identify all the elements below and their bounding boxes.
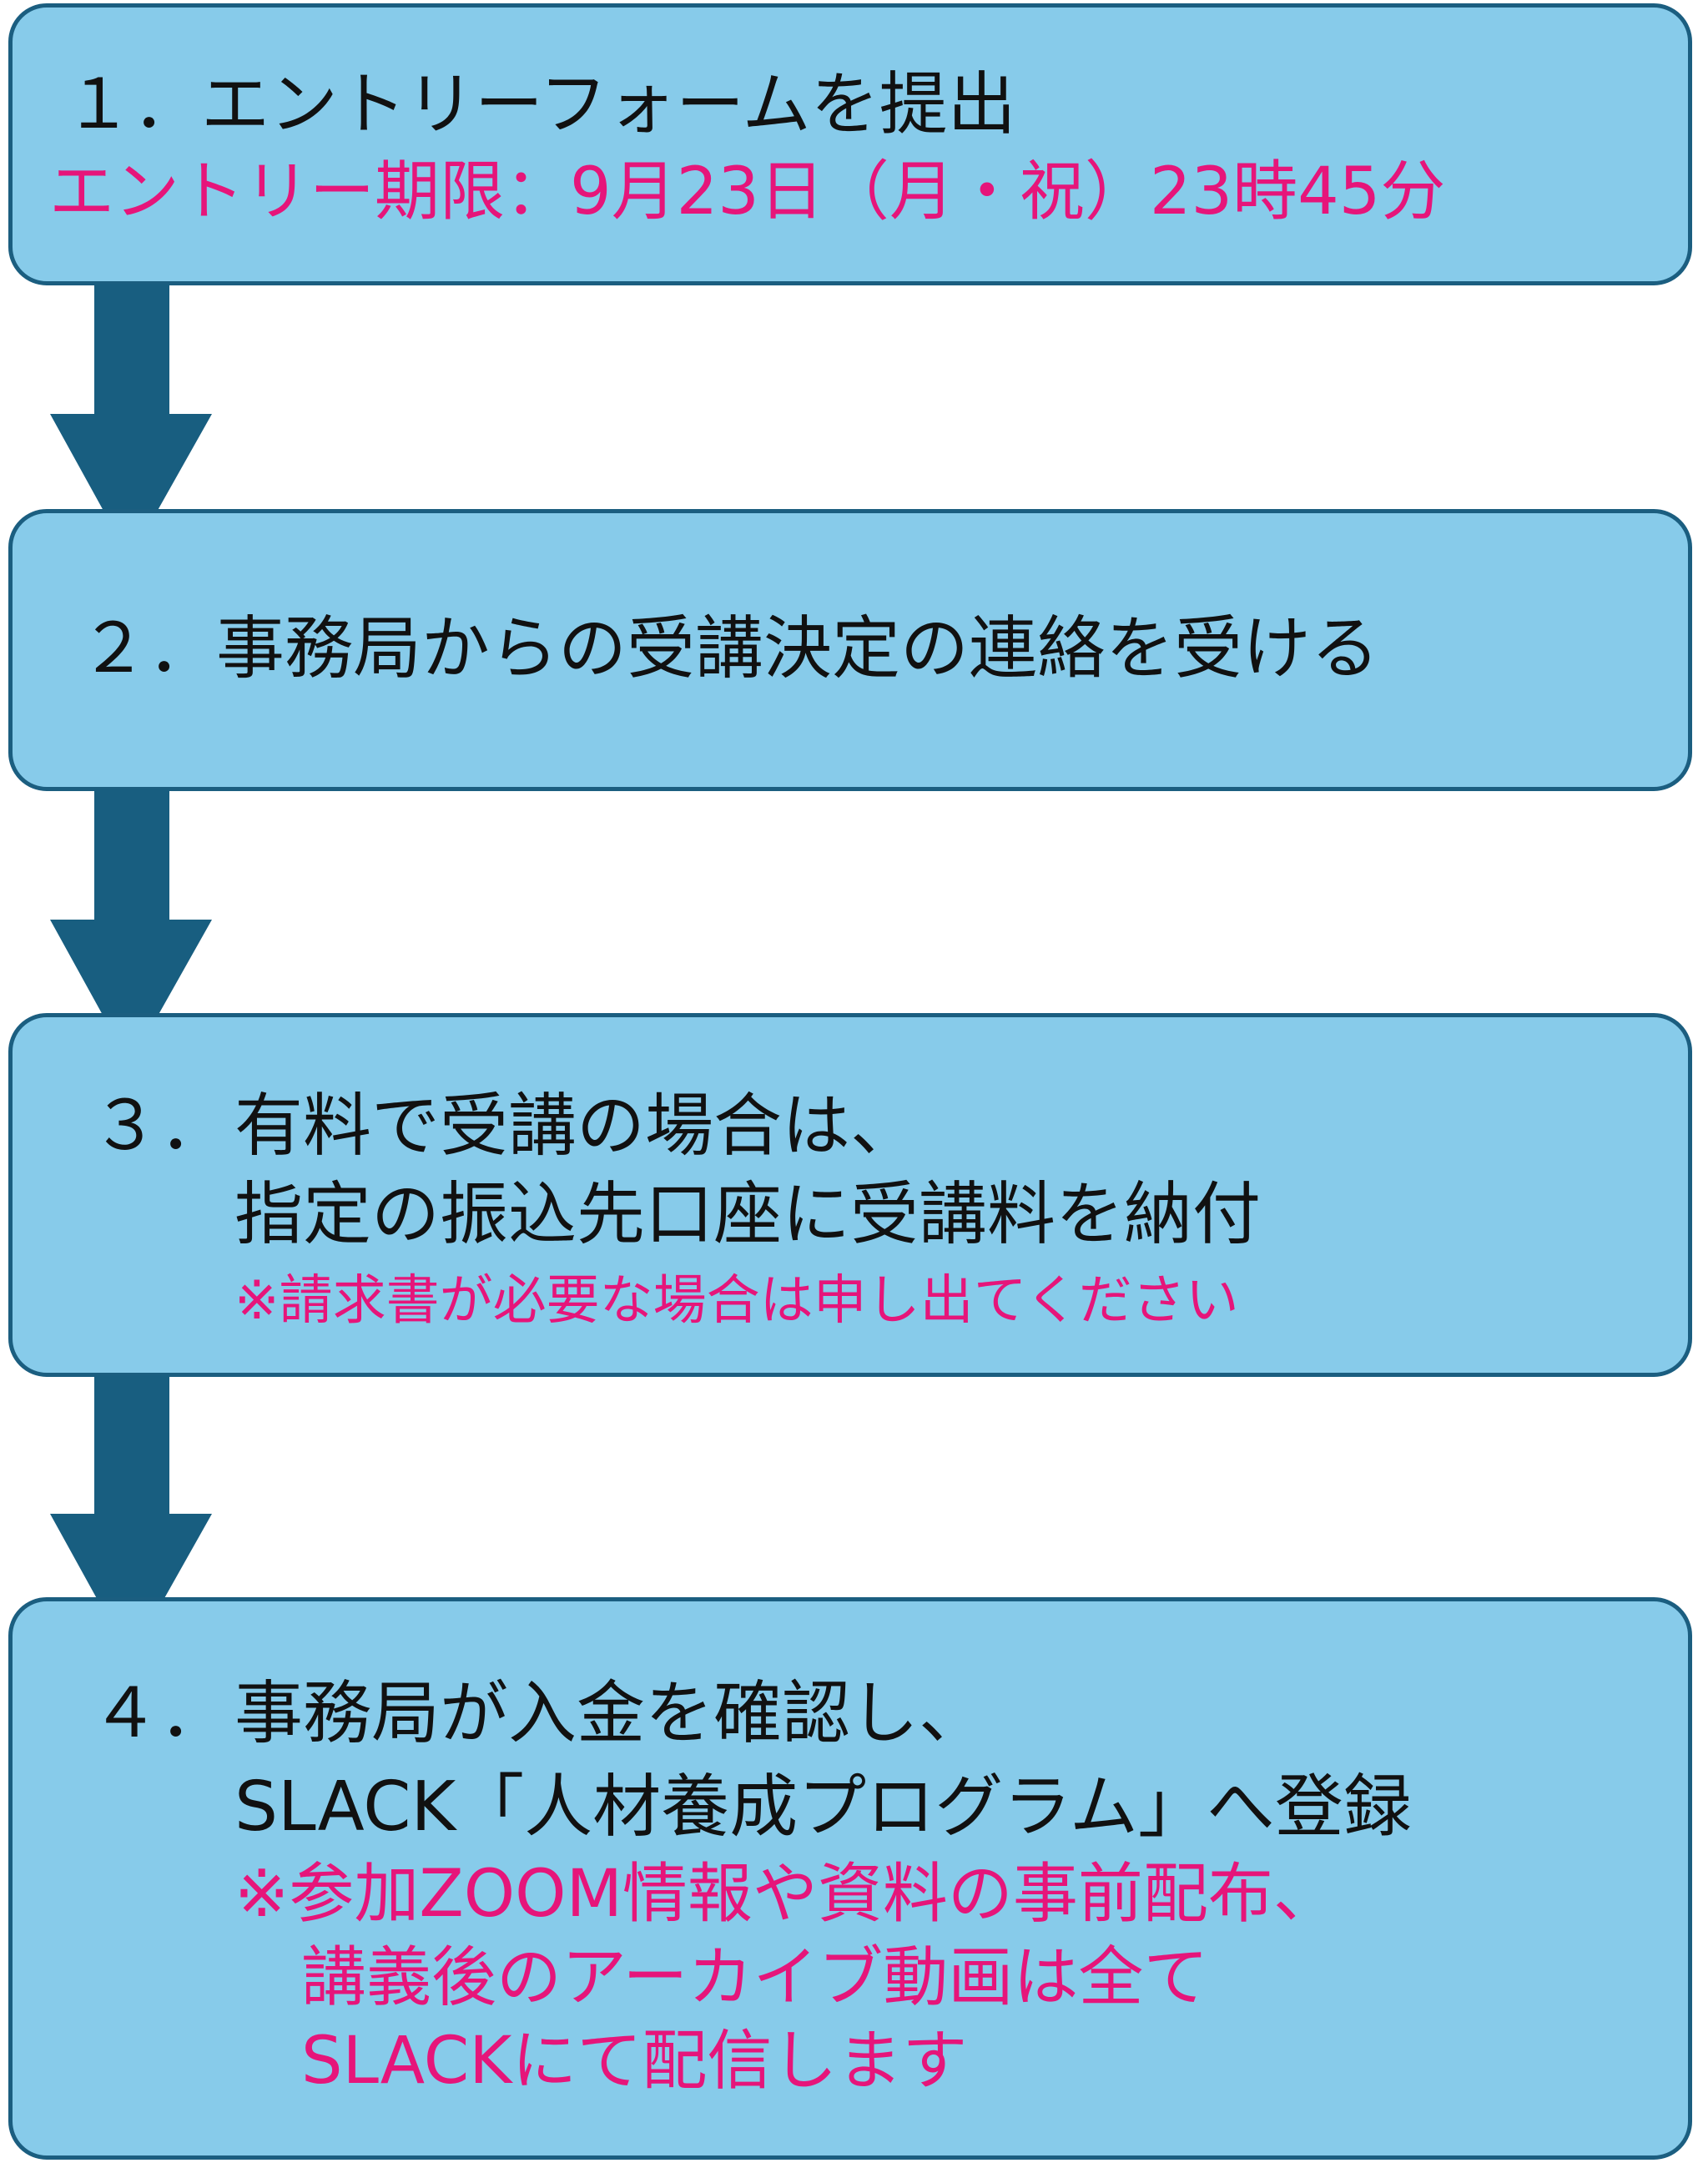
step-1-deadline: エントリー期限：9月23日（月・祝）23時45分: [49, 154, 1446, 229]
step-4-note-1: ※参加ZOOM情報や資料の事前配布、: [234, 1857, 1338, 1932]
step-3-number: ３．: [91, 1087, 229, 1166]
step-3-line-2: 指定の振込先口座に受講料を納付: [234, 1175, 1262, 1254]
down-arrow-icon: [48, 1375, 215, 1659]
step-1-box: １．エントリーフォームを提出 エントリー期限：9月23日（月・祝）23時45分: [8, 3, 1692, 285]
step-4-box: ４． 事務局が入金を確認し、 SLACK「人材養成プログラム」へ登録 ※参加ZO…: [8, 1597, 1692, 2160]
step-3-box: ３． 有料で受講の場合は、 指定の振込先口座に受講料を納付 ※請求書が必要な場合…: [8, 1013, 1692, 1377]
down-arrow-icon: [48, 789, 215, 1065]
down-arrow-icon: [48, 284, 215, 559]
step-2-title: ２．事務局からの受講決定の連絡を受ける: [79, 609, 1380, 688]
step-4-note-2: 講義後のアーカイブ動画は全て: [301, 1940, 1209, 2015]
step-4-number: ４．: [91, 1674, 229, 1753]
step-4-line-1: 事務局が入金を確認し、: [234, 1674, 988, 1753]
step-3-line-1: 有料で受講の場合は、: [234, 1087, 919, 1166]
step-1-title: １．エントリーフォームを提出: [64, 65, 1016, 144]
step-4-line-2: SLACK「人材養成プログラム」へ登録: [234, 1767, 1412, 1847]
step-2-box: ２．事務局からの受講決定の連絡を受ける: [8, 509, 1692, 791]
step-4-note-3: SLACKにて配信します: [301, 2024, 968, 2099]
step-3-note: ※請求書が必要な場合は申し出てください: [234, 1270, 1239, 1332]
